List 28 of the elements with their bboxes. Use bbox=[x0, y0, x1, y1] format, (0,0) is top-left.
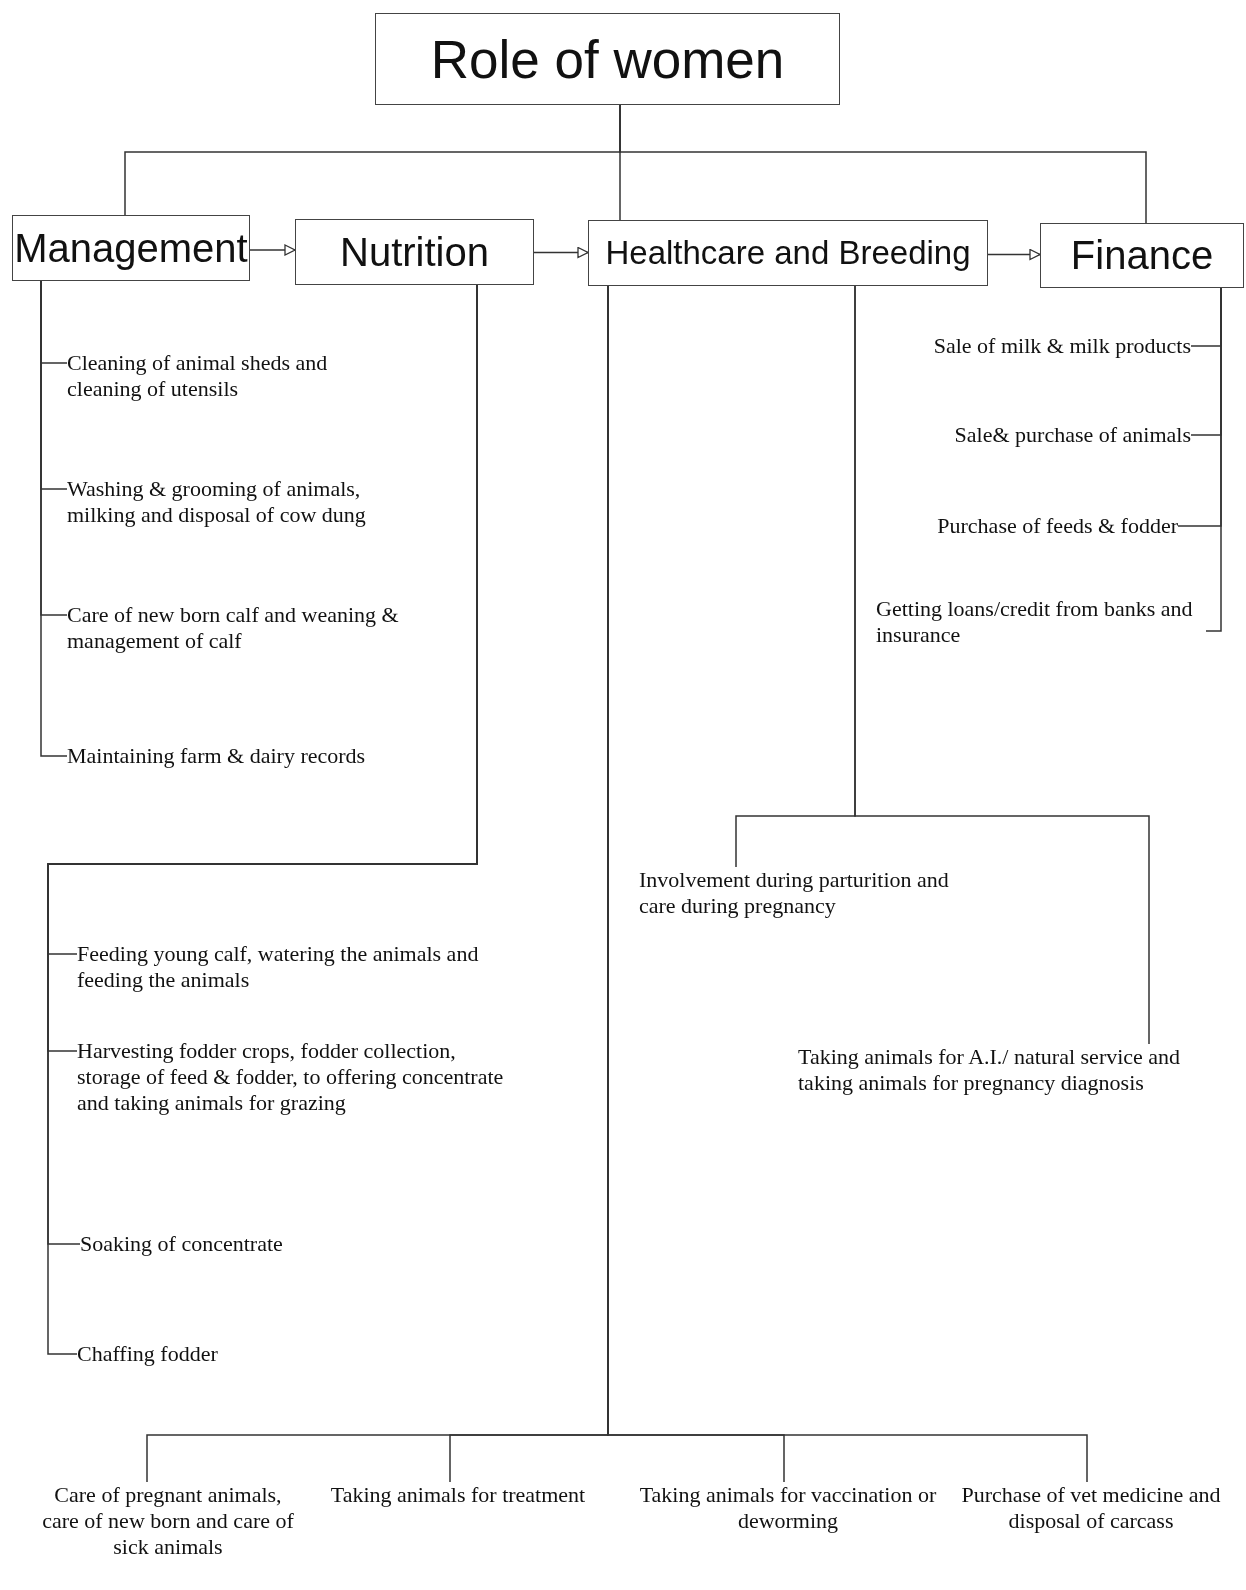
activity-text: Chaffing fodder bbox=[77, 1341, 377, 1367]
activity-text: Care of new born calf and weaning & management of calf bbox=[67, 602, 447, 654]
connector-line bbox=[854, 285, 1150, 1045]
activity-text: Washing & grooming of animals, milking and disposal of cow dung bbox=[67, 476, 427, 528]
category-box: Management bbox=[12, 215, 250, 281]
activity-text: Taking animals for A.I./ natural service and taking animals for pregnancy diagnosis bbox=[798, 1044, 1239, 1096]
activity-text: Sale of milk & milk products bbox=[871, 333, 1191, 359]
activity-text: Harvesting fodder crops, fodder collection, storage of feed & fodder, to offering concentrate and taking animals for grazing bbox=[77, 1038, 517, 1116]
arrow bbox=[533, 246, 589, 259]
category-box: Finance bbox=[1040, 223, 1244, 288]
activity-text: Getting loans/credit from banks and insurance bbox=[876, 596, 1206, 648]
category-box: Nutrition bbox=[295, 219, 534, 285]
activity-text: Involvement during parturition and care during pregnancy bbox=[639, 867, 959, 919]
activity-text: Soaking of concentrate bbox=[80, 1231, 380, 1257]
activity-text: Purchase of vet medicine and disposal of carcass bbox=[956, 1482, 1226, 1534]
connector-line bbox=[619, 104, 1147, 224]
activity-text: Sale& purchase of animals bbox=[891, 422, 1191, 448]
title-box: Role of women bbox=[375, 13, 840, 105]
activity-text: Taking animals for treatment bbox=[308, 1482, 608, 1508]
arrow bbox=[987, 248, 1041, 261]
category-box: Healthcare and Breeding bbox=[588, 220, 988, 286]
activity-text: Maintaining farm & dairy records bbox=[67, 743, 447, 769]
activity-text: Cleaning of animal sheds and cleaning of utensils bbox=[67, 350, 347, 402]
activity-text: Purchase of feeds & fodder bbox=[858, 513, 1178, 539]
activity-text: Care of pregnant animals, care of new born and care of sick animals bbox=[36, 1482, 300, 1560]
arrow bbox=[249, 244, 296, 256]
activity-text: Feeding young calf, watering the animals and feeding the animals bbox=[77, 941, 497, 993]
activity-text: Taking animals for vaccination or deworming bbox=[628, 1482, 948, 1534]
